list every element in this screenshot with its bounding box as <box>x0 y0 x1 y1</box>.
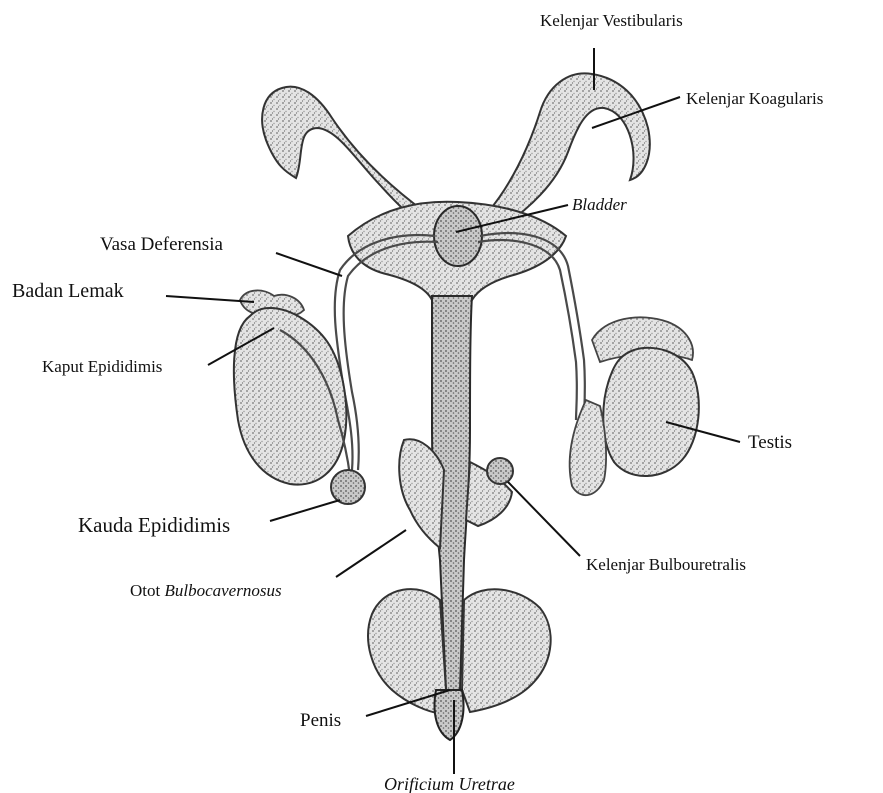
label-kelenjar-vestibularis: Kelenjar Vestibularis <box>540 11 683 30</box>
bladder <box>434 206 482 266</box>
leader-vasa <box>276 253 342 276</box>
leader-kauda <box>270 500 340 521</box>
label-testis: Testis <box>748 432 792 453</box>
left-cauda-epididymis <box>331 470 365 504</box>
left-testis <box>234 308 346 485</box>
leader-otot <box>336 530 406 577</box>
label-kelenjar-koagularis: Kelenjar Koagularis <box>686 89 823 108</box>
leader-bulbouretralis <box>508 482 580 556</box>
label-penis: Penis <box>300 710 341 731</box>
label-kelenjar-bulbouretralis: Kelenjar Bulbouretralis <box>586 555 746 574</box>
label-otot-prefix: Otot <box>130 581 164 600</box>
right-penile-lobe <box>462 589 551 712</box>
right-testis-group <box>570 317 699 495</box>
right-testis <box>603 348 699 476</box>
organ-illustration <box>234 73 699 740</box>
label-orificium-uretrae: Orificium Uretrae <box>384 774 515 793</box>
label-kaput-epididimis: Kaput Epididimis <box>42 357 162 376</box>
label-bladder: Bladder <box>572 195 627 214</box>
left-bulbocavernosus <box>399 439 444 548</box>
penis <box>435 690 464 740</box>
left-testis-group <box>234 290 365 504</box>
label-otot-bulbocavernosus: Otot Bulbocavernosus <box>130 581 282 600</box>
label-kauda-epididimis: Kauda Epididimis <box>78 513 230 537</box>
label-vasa-deferensia: Vasa Deferensia <box>100 234 223 255</box>
bulbourethral-gland <box>487 458 513 484</box>
label-badan-lemak: Badan Lemak <box>12 280 124 302</box>
label-otot-italic: Bulbocavernosus <box>164 581 281 600</box>
